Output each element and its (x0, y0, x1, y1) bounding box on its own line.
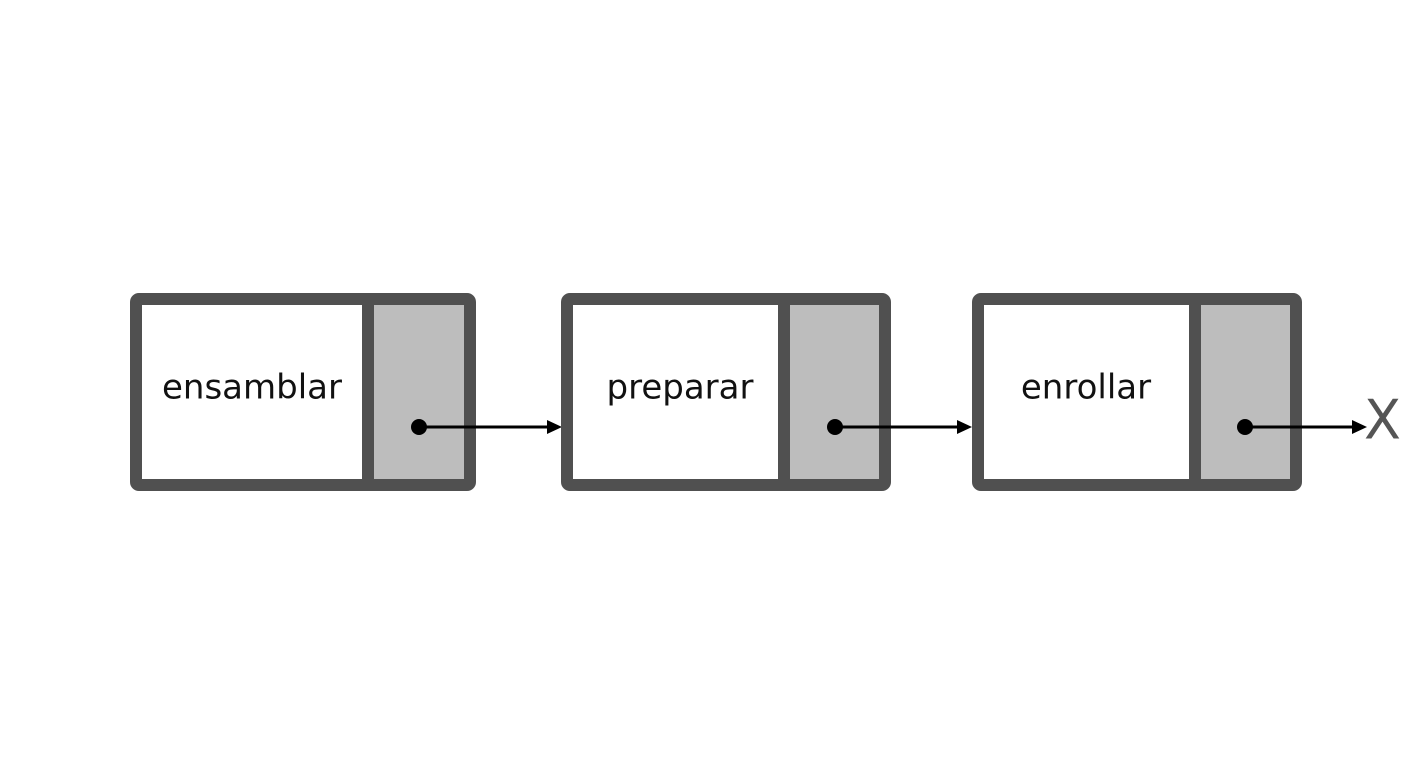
list-node-3: enrollar (972, 293, 1302, 491)
null-terminator-mark: X (1364, 389, 1401, 452)
list-node-2: preparar (561, 293, 891, 491)
node-3-label: enrollar (1021, 368, 1151, 408)
arrow-3-head (1352, 420, 1367, 434)
list-node-1: ensamblar (130, 293, 476, 491)
node-1-pointer-cell (369, 305, 464, 479)
arrow-3-to-null (1245, 420, 1367, 434)
node-1-label: ensamblar (162, 368, 342, 408)
node-2-label: preparar (607, 368, 754, 408)
arrow-2-to-3 (835, 420, 972, 434)
arrow-2-head (957, 420, 972, 434)
arrow-1-head (547, 420, 562, 434)
node-3-pointer-cell (1196, 305, 1290, 479)
arrow-1-to-2 (419, 420, 562, 434)
node-2-pointer-cell (785, 305, 879, 479)
